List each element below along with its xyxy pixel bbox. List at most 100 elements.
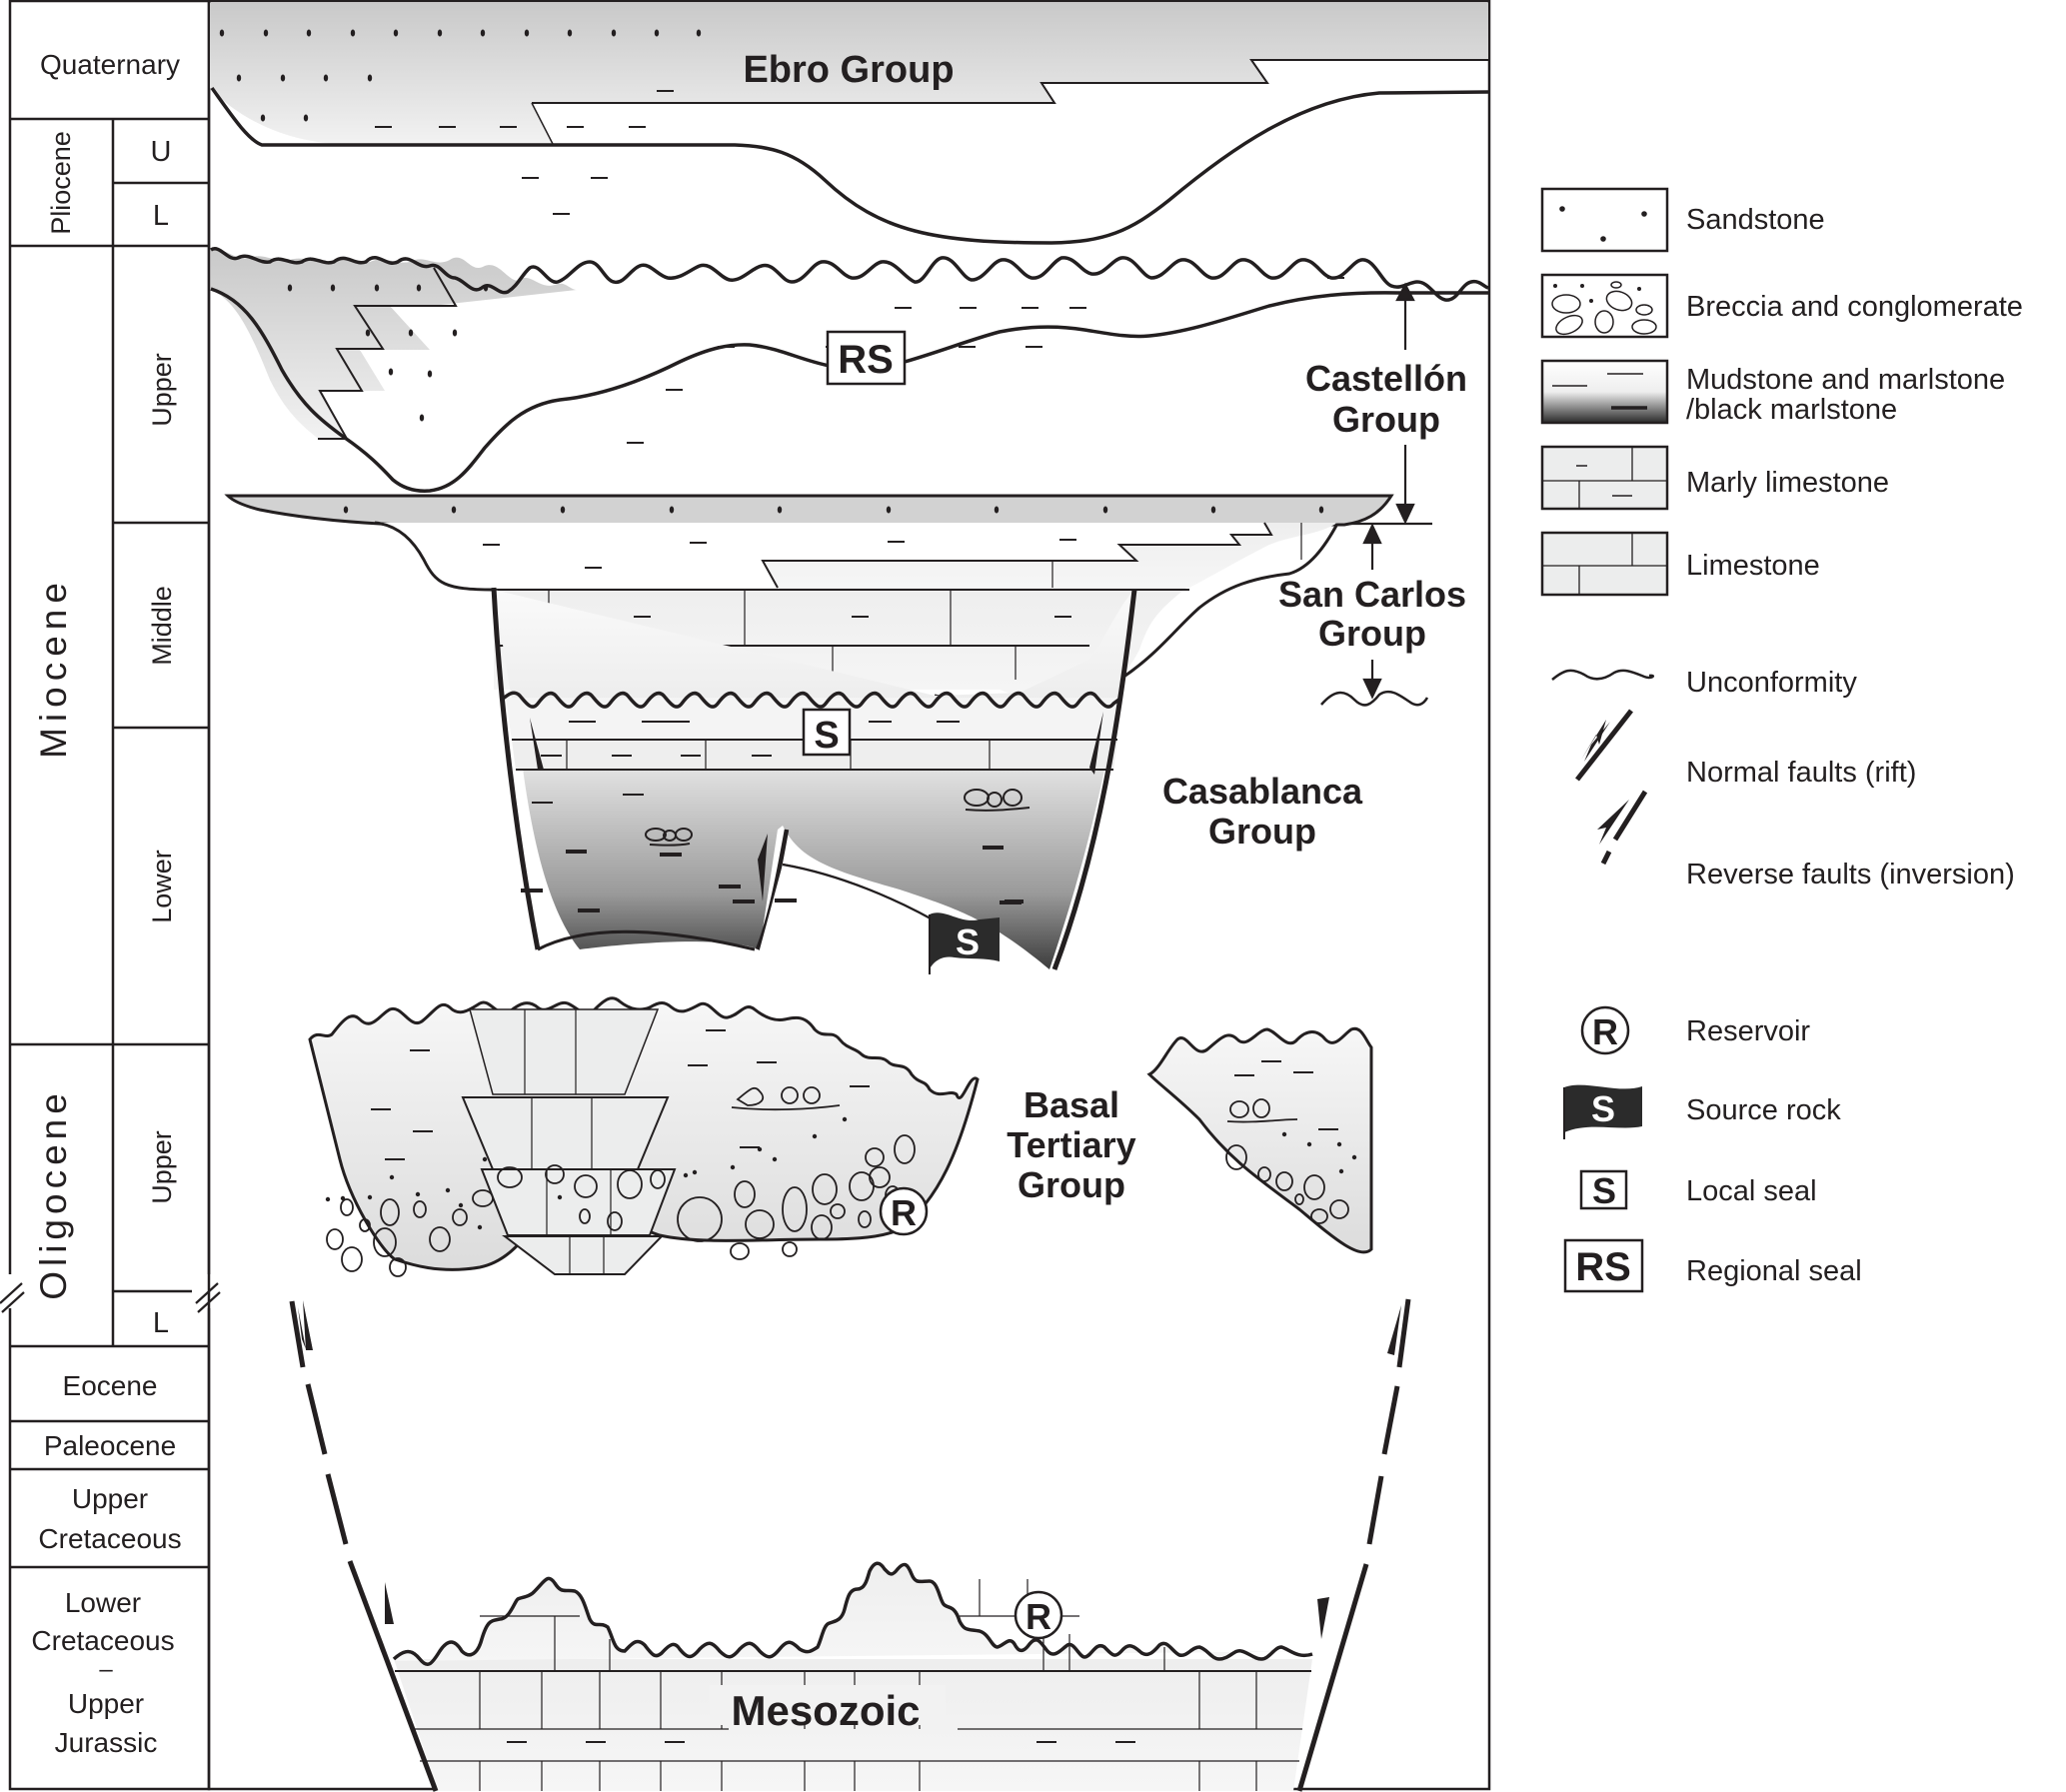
normal-fault-arrow xyxy=(530,718,544,770)
reverse-fault-icon xyxy=(1597,790,1648,866)
ebro-base-line xyxy=(210,86,1489,245)
conglomerate-lens xyxy=(645,789,1031,847)
sandstone-dots xyxy=(343,506,1324,514)
legend-label-limestone: Limestone xyxy=(1686,550,1820,582)
local-seal-marker: S xyxy=(802,708,852,757)
unconformity-line xyxy=(392,1561,1313,1667)
legend-item-limestone: Limestone xyxy=(1540,531,1820,597)
reverse-fault-arrow xyxy=(298,1307,306,1349)
legend-item-regional-seal: RS Regional seal xyxy=(1563,1238,1862,1293)
mud-dashes xyxy=(483,539,1076,618)
svg-text:R: R xyxy=(1026,1596,1051,1637)
period-miocene: Miocene xyxy=(33,577,74,759)
marly-limestone-swatch xyxy=(1540,445,1669,511)
legend-item-source-rock: S Source rock xyxy=(1563,1084,1841,1139)
period-upper-jurassic-line2: Jurassic xyxy=(55,1727,158,1758)
mudstone-swatch xyxy=(1540,359,1669,425)
label-ebro-group: Ebro Group xyxy=(743,49,954,91)
legend-label-marly-limestone: Marly limestone xyxy=(1686,467,1889,499)
basal-tertiary-group-section: R xyxy=(308,996,1373,1277)
legend: Sandstone Breccia and conglomerate Mudst… xyxy=(1540,187,2023,1293)
label-basal-tertiary-line3: Group xyxy=(1018,1164,1125,1205)
mesozoic-section: R xyxy=(392,1561,1313,1791)
legend-item-breccia: Breccia and conglomerate xyxy=(1540,273,2023,339)
ebro-group-section xyxy=(210,3,1489,245)
svg-text:R: R xyxy=(891,1192,917,1233)
legend-item-mudstone: Mudstone and marlstone /black marlstone xyxy=(1540,359,2005,426)
ebro-sandstone xyxy=(210,3,1488,144)
normal-fault-arrow xyxy=(1317,1597,1329,1639)
subdivision-pliocene-lower: L xyxy=(153,200,169,232)
period-quaternary: Quaternary xyxy=(40,49,180,80)
period-paleocene: Paleocene xyxy=(44,1430,176,1461)
subdivision-miocene-middle: Middle xyxy=(147,586,177,666)
legend-item-local-seal: S Local seal xyxy=(1579,1169,1817,1211)
reservoir-icon: R xyxy=(1580,1005,1630,1055)
black-marl-dashes xyxy=(521,846,1024,912)
reverse-fault-arrow xyxy=(1387,1305,1401,1355)
subdivision-oligocene-upper: Upper xyxy=(147,1130,177,1204)
castellon-base-line xyxy=(210,287,1488,493)
castellon-group-section: RS xyxy=(210,247,1489,493)
period-pliocene: Pliocene xyxy=(46,131,76,235)
svg-text:S: S xyxy=(956,921,980,962)
legend-label-reverse-fault: Reverse faults (inversion) xyxy=(1686,859,2015,891)
subdivision-pliocene-upper: U xyxy=(151,136,172,168)
mud-dashes xyxy=(627,277,1344,444)
svg-text:S: S xyxy=(1592,1170,1616,1211)
legend-label-breccia: Breccia and conglomerate xyxy=(1686,291,2023,323)
legend-label-local-seal: Local seal xyxy=(1686,1175,1817,1207)
legend-label-sandstone: Sandstone xyxy=(1686,204,1825,236)
regional-seal-marker: RS xyxy=(826,330,907,386)
breccia-swatch xyxy=(1540,273,1669,339)
normal-fault-icon xyxy=(1575,709,1633,782)
unconformity-line xyxy=(500,691,1123,709)
source-rock-marker: S xyxy=(929,912,1000,974)
legend-item-unconformity: Unconformity xyxy=(1551,667,1857,699)
normal-fault-arrow xyxy=(385,1582,394,1624)
svg-text:RS: RS xyxy=(838,338,894,382)
legend-label-regional-seal: Regional seal xyxy=(1686,1255,1862,1287)
svg-text:R: R xyxy=(1592,1011,1618,1052)
legend-item-marly-limestone: Marly limestone xyxy=(1540,445,1889,511)
reservoir-marker: R xyxy=(879,1186,929,1236)
reverse-fault-arrow xyxy=(303,1300,313,1350)
period-lower-cretaceous-dash: – xyxy=(99,1656,113,1683)
group-range-arrows xyxy=(1320,282,1432,707)
sandstone-dots xyxy=(287,284,489,422)
svg-text:RS: RS xyxy=(1575,1245,1631,1289)
casablanca-group-section: S S xyxy=(491,587,1137,974)
sandstone-swatch xyxy=(1540,187,1669,253)
period-upper-cretaceous-line1: Upper xyxy=(72,1483,148,1514)
reef-limestone xyxy=(461,1008,677,1275)
legend-item-reverse-fault: Reverse faults (inversion) xyxy=(1597,790,2015,891)
label-san-carlos-group-line2: Group xyxy=(1318,613,1426,654)
timescale-break-marks xyxy=(0,1274,221,1313)
limestone-swatch xyxy=(1540,531,1669,597)
legend-label-mudstone: Mudstone and marlstone xyxy=(1686,364,2005,396)
legend-label-normal-fault: Normal faults (rift) xyxy=(1686,757,1916,789)
label-castellon-group-line1: Castellón xyxy=(1305,358,1467,399)
regional-seal-icon: RS xyxy=(1563,1238,1644,1293)
period-upper-cretaceous-line2: Cretaceous xyxy=(38,1523,181,1554)
period-oligocene: Oligocene xyxy=(33,1088,74,1300)
legend-label-source-rock: Source rock xyxy=(1686,1094,1841,1126)
legend-item-sandstone: Sandstone xyxy=(1540,187,1825,253)
legend-item-normal-fault: Normal faults (rift) xyxy=(1575,709,1916,789)
period-eocene: Eocene xyxy=(63,1370,158,1401)
unconformity-icon xyxy=(1551,669,1655,681)
mud-dashes xyxy=(371,1029,1338,1160)
legend-item-reservoir: R Reservoir xyxy=(1580,1005,1810,1055)
period-lower-cretaceous-line1: Lower xyxy=(65,1587,141,1618)
reservoir-marker: R xyxy=(1014,1590,1063,1640)
legend-label-unconformity: Unconformity xyxy=(1686,667,1857,699)
conglomerate-dots xyxy=(325,1116,1357,1230)
subdivision-miocene-lower: Lower xyxy=(147,850,177,923)
label-basal-tertiary-line2: Tertiary xyxy=(1007,1124,1135,1165)
label-castellon-group-line2: Group xyxy=(1332,399,1440,440)
period-lower-cretaceous-line2: Cretaceous xyxy=(31,1625,174,1656)
local-seal-icon: S xyxy=(1579,1169,1628,1211)
label-san-carlos-group-line1: San Carlos xyxy=(1278,574,1466,615)
sandstone-dots xyxy=(219,29,702,122)
